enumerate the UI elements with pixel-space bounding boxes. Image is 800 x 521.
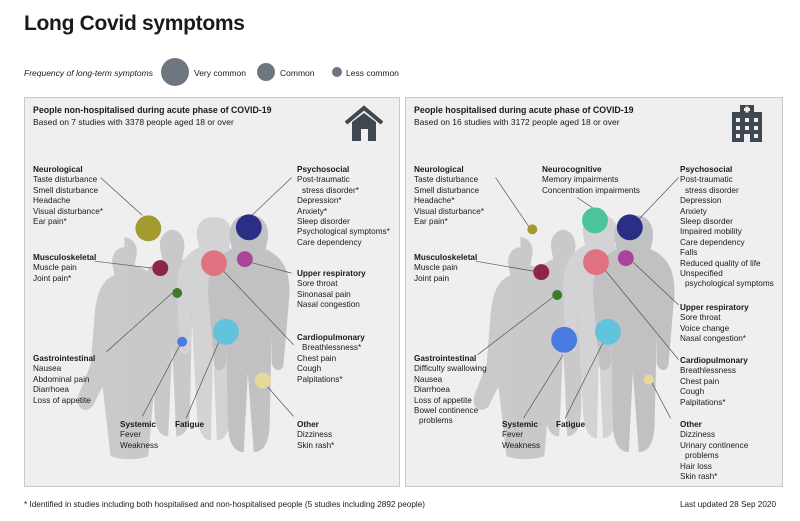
- connector-lines: [475, 177, 679, 419]
- upper-respiratory-circle: [617, 250, 634, 267]
- group-other: Other Dizziness Urinary continence probl…: [680, 420, 749, 482]
- group-upper-respiratory: Upper respiratory Sore throat Voice chan…: [680, 303, 749, 344]
- panel-subtitle: Based on 7 studies with 3378 people aged…: [33, 117, 234, 127]
- systemic-circle: [177, 336, 188, 347]
- panel-non-hospitalised: People non-hospitalised during acute pha…: [24, 97, 400, 487]
- neurological-circle: [135, 215, 162, 242]
- panel-hospitalised: People hospitalised during acute phase o…: [405, 97, 783, 487]
- psychosocial-circle: [616, 214, 643, 241]
- gastrointestinal-circle: [552, 290, 563, 300]
- musculoskeletal-circle: [533, 264, 550, 281]
- last-updated: Last updated 28 Sep 2020: [679, 500, 776, 509]
- fatigue-circle: [212, 318, 239, 345]
- group-upper-respiratory: Upper respiratory Sore throat Sinonasal …: [297, 269, 366, 310]
- group-neurological: Neurological Taste disturbance Smell dis…: [33, 165, 103, 227]
- group-psychosocial: Psychosocial Post-traumatic stress disor…: [680, 165, 774, 289]
- group-fatigue: Fatigue: [556, 420, 586, 429]
- group-systemic: Systemic Fever Weakness: [120, 420, 159, 450]
- other-circle: [254, 372, 271, 389]
- neurological-circle: [527, 224, 538, 235]
- group-gastrointestinal: Gastrointestinal Difficulty swallowing N…: [414, 354, 487, 426]
- psychosocial-circle: [235, 214, 262, 241]
- group-neurological: Neurological Taste disturbance Smell dis…: [414, 165, 484, 227]
- musculoskeletal-circle: [152, 260, 169, 277]
- panel-title: People hospitalised during acute phase o…: [414, 105, 634, 115]
- group-fatigue: Fatigue: [175, 420, 205, 429]
- hospital-icon: [732, 105, 762, 142]
- house-icon: [344, 105, 384, 141]
- group-musculoskeletal: Musculoskeletal Muscle pain Joint pain: [414, 253, 478, 283]
- cardiopulmonary-circle: [201, 250, 227, 277]
- legend-common-circle: [257, 63, 275, 81]
- legend-common-label: Common: [280, 68, 315, 78]
- group-neurocognitive: Neurocognitive Memory impairments Concen…: [542, 165, 640, 195]
- group-musculoskeletal: Musculoskeletal Muscle pain Joint pain*: [33, 253, 97, 283]
- legend-very-common-label: Very common: [194, 68, 246, 78]
- group-cardiopulmonary: Cardiopulmonary Breathlessness* Chest pa…: [297, 333, 365, 384]
- panel-title: People non-hospitalised during acute pha…: [33, 105, 272, 115]
- gastrointestinal-circle: [172, 288, 183, 298]
- systemic-circle: [551, 326, 578, 353]
- legend-label: Frequency of long-term symptoms: [24, 68, 153, 78]
- neurocognitive-circle: [582, 207, 608, 234]
- connector-lines: [94, 177, 294, 419]
- legend-less-common-label: Less common: [346, 68, 399, 78]
- cardiopulmonary-circle: [583, 249, 609, 276]
- group-psychosocial: Psychosocial Post-traumatic stress disor…: [297, 165, 390, 247]
- frequency-legend: Frequency of long-term symptoms Very com…: [24, 58, 424, 88]
- group-gastrointestinal: Gastrointestinal Nausea Abdominal pain D…: [33, 354, 96, 405]
- fatigue-circle: [594, 318, 621, 345]
- other-circle: [643, 374, 654, 385]
- group-cardiopulmonary: Cardiopulmonary Breathlessness Chest pai…: [680, 356, 748, 407]
- upper-respiratory-circle: [236, 251, 253, 268]
- group-other: Other Dizziness Skin rash*: [297, 420, 335, 450]
- legend-very-common-circle: [161, 58, 189, 86]
- panel-subtitle: Based on 16 studies with 3172 people age…: [414, 117, 620, 127]
- legend-less-common-circle: [332, 67, 342, 77]
- group-systemic: Systemic Fever Weakness: [502, 420, 541, 450]
- footnote: * Identified in studies including both h…: [24, 500, 426, 509]
- page-title: Long Covid symptoms: [24, 12, 245, 35]
